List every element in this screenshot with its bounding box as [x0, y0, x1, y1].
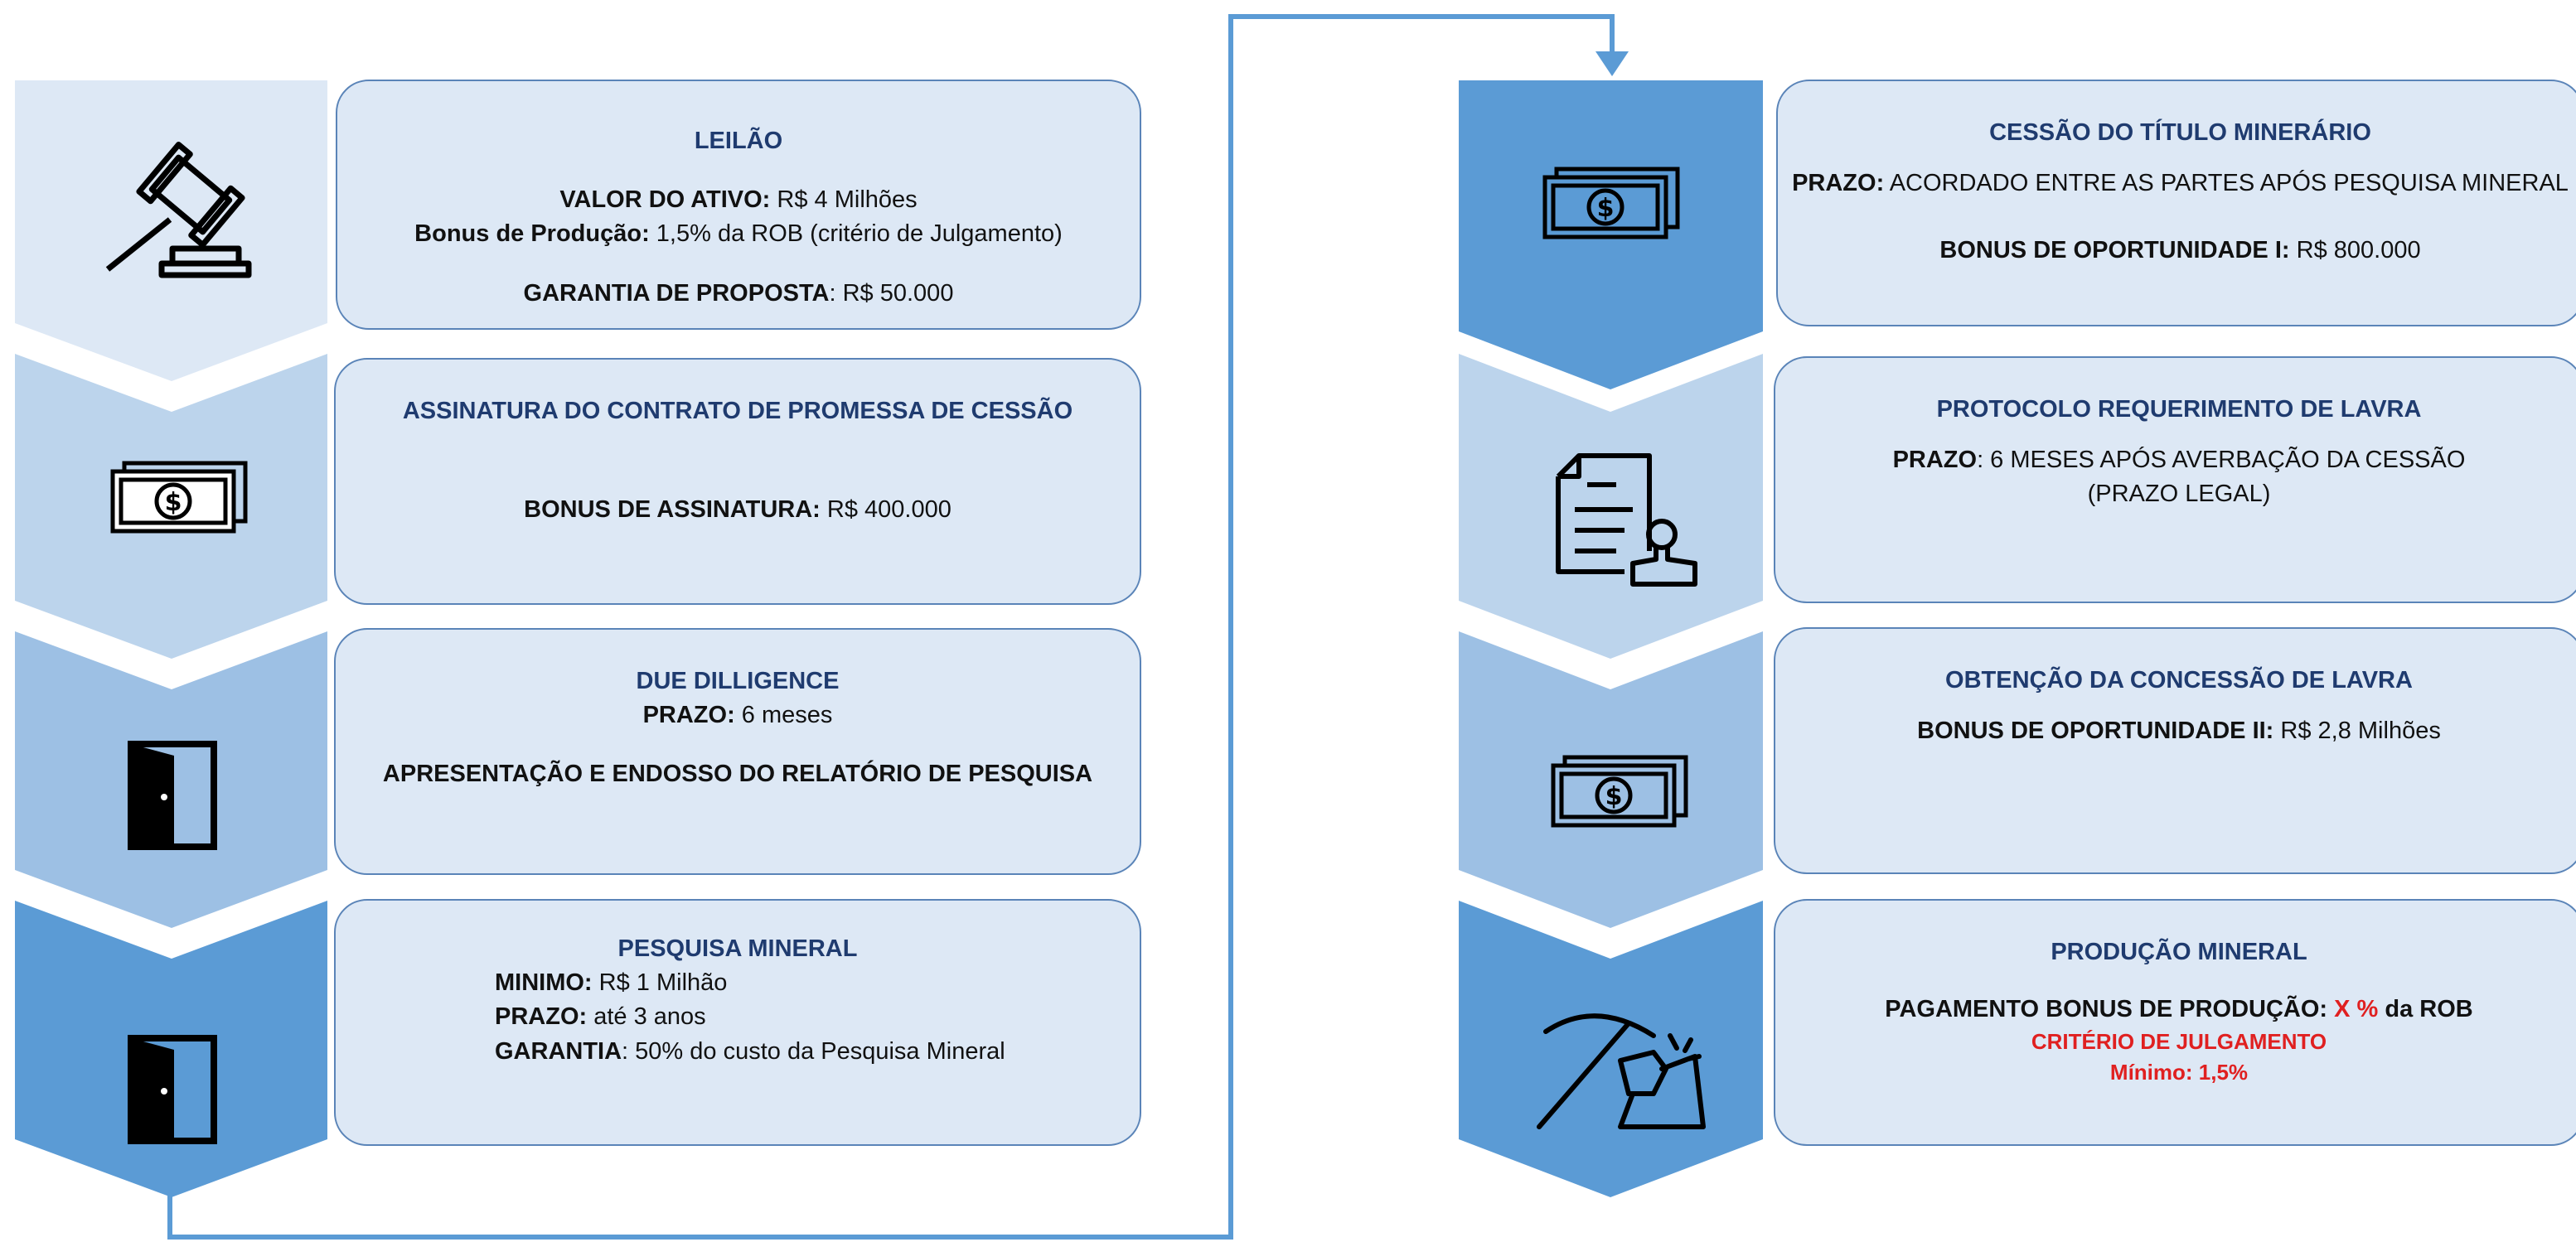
- step-card-protocolo: PROTOCOLO REQUERIMENTO DE LAVRA PRAZO: 6…: [1774, 356, 2576, 603]
- label: GARANTIA DE PROPOSTA: [523, 279, 830, 307]
- step-title: CESSÃO DO TÍTULO MINERÁRIO: [1989, 119, 2371, 146]
- label: PRAZO:: [1792, 170, 1885, 197]
- label: GARANTIA: [495, 1037, 622, 1065]
- document-stamp-icon: [1556, 453, 1697, 587]
- label: MINIMO:: [495, 969, 593, 997]
- svg-text:$: $: [1605, 782, 1623, 811]
- value: até 3 anos: [587, 1003, 706, 1031]
- step-title: LEILÃO: [694, 128, 783, 154]
- step-card-due-diligence: DUE DILLIGENCE PRAZO: 6 meses APRESENTAÇ…: [334, 628, 1141, 875]
- chevron-4: [15, 901, 327, 1197]
- step-title: PROTOCOLO REQUERIMENTO DE LAVRA: [1936, 396, 2422, 423]
- value: : 50% do custo da Pesquisa Mineral: [622, 1037, 1005, 1065]
- step-card-pesquisa: PESQUISA MINERAL MINIMO: R$ 1 Milhão PRA…: [334, 899, 1141, 1146]
- label: BONUS DE OPORTUNIDADE I:: [1939, 237, 2290, 264]
- chevron-r4: [1459, 901, 1763, 1197]
- label: PRAZO: [1892, 447, 1978, 474]
- value: (PRAZO LEGAL): [2087, 481, 2271, 508]
- criterion-label: CRITÉRIO DE JULGAMENTO: [2031, 1029, 2327, 1055]
- minimum-value: Mínimo: 1,5%: [2109, 1060, 2249, 1085]
- label: PRAZO:: [495, 1003, 588, 1031]
- door-icon: [128, 1035, 217, 1144]
- value: : R$ 50.000: [829, 279, 954, 307]
- value: R$ 800.000: [2289, 237, 2421, 264]
- door-icon: [128, 741, 217, 850]
- value: R$ 1 Milhão: [592, 969, 728, 997]
- label: BONUS DE ASSINATURA:: [524, 496, 821, 524]
- arrow-head: [1595, 51, 1629, 76]
- value: 1,5% da ROB (critério de Julgamento): [649, 220, 1063, 248]
- money-icon: $: [1551, 755, 1688, 828]
- value: : 6 MESES APÓS AVERBAÇÃO DA CESSÃO: [1977, 447, 2466, 474]
- money-icon: $: [110, 461, 248, 534]
- label: PRAZO:: [642, 702, 735, 729]
- gavel-icon: [105, 142, 252, 278]
- step-card-cessao: CESSÃO DO TÍTULO MINERÁRIO PRAZO: ACORDA…: [1776, 80, 2576, 326]
- value: ACORDADO ENTRE AS PARTES APÓS PESQUISA M…: [1884, 170, 2569, 197]
- value: R$ 2,8 Milhões: [2273, 718, 2441, 745]
- chevron-1: [15, 80, 327, 381]
- label: Bonus de Produção:: [414, 220, 650, 248]
- label: BONUS DE OPORTUNIDADE II:: [1917, 718, 2274, 745]
- step-card-leilao: LEILÃO VALOR DO ATIVO: R$ 4 Milhões Bonu…: [336, 80, 1141, 330]
- value: 6 meses: [734, 702, 833, 729]
- money-icon: $: [1542, 167, 1680, 239]
- svg-text:$: $: [1597, 194, 1615, 223]
- value: R$ 400.000: [820, 496, 951, 524]
- step-card-assinatura: ASSINATURA DO CONTRATO DE PROMESSA DE CE…: [334, 358, 1141, 605]
- value-highlight: X %: [2334, 996, 2379, 1023]
- step-card-concessao: OBTENÇÃO DA CONCESSÃO DE LAVRA BONUS DE …: [1774, 627, 2576, 874]
- step-title: PESQUISA MINERAL: [617, 935, 858, 962]
- label: PAGAMENTO BONUS DE PRODUÇÃO:: [1885, 996, 2335, 1023]
- right-chevron-column: [1459, 80, 1763, 1197]
- pickaxe-icon: [1537, 1013, 1706, 1129]
- step-title: PRODUÇÃO MINERAL: [2051, 939, 2307, 965]
- step-title: OBTENÇÃO DA CONCESSÃO DE LAVRA: [1945, 667, 2413, 693]
- value: da ROB: [2378, 996, 2473, 1023]
- step-card-producao: PRODUÇÃO MINERAL PAGAMENTO BONUS DE PROD…: [1774, 899, 2576, 1146]
- step-title: DUE DILLIGENCE: [636, 668, 840, 694]
- step-title: ASSINATURA DO CONTRATO DE PROMESSA DE CE…: [402, 398, 1073, 424]
- value: R$ 4 Milhões: [770, 186, 918, 214]
- label: VALOR DO ATIVO:: [559, 186, 771, 214]
- svg-text:$: $: [165, 488, 182, 517]
- label: APRESENTAÇÃO E ENDOSSO DO RELATÓRIO DE P…: [382, 761, 1093, 788]
